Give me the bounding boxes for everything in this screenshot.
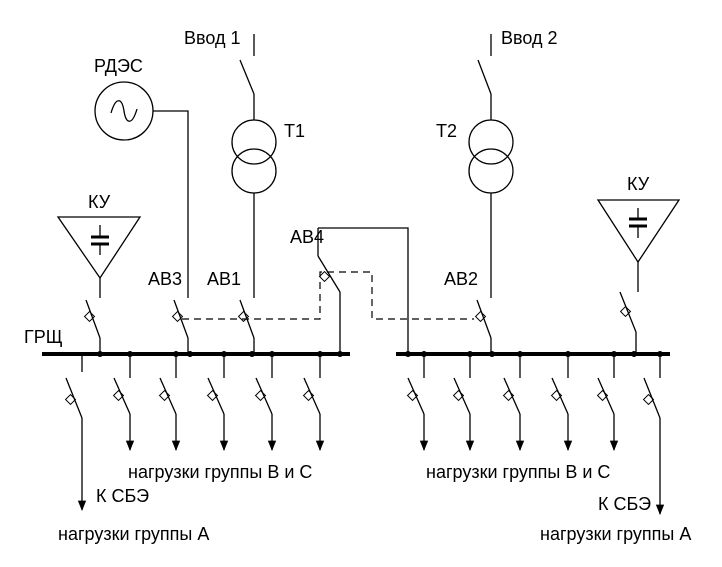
t2-label: Т2: [436, 121, 457, 141]
av3-label: АВ3: [148, 269, 182, 289]
t1-label: Т1: [284, 121, 305, 141]
feeder-right-3: [502, 354, 525, 452]
feeder-left-4: [254, 354, 277, 452]
vvod2-feeder: [477, 34, 492, 120]
rdes-to-av3-line: [153, 110, 189, 298]
ku-right-capacitor-icon: [596, 199, 681, 264]
k-sbe-right-label: К СБЭ: [598, 494, 651, 514]
interlock-dashed-lines: [182, 271, 474, 320]
feeder-right-2: [452, 354, 475, 452]
vvod2-label: Ввод 2: [501, 28, 558, 48]
feeder-sbe-right: [642, 354, 665, 516]
feeder-right-4: [550, 354, 573, 452]
ku-left-label: КУ: [88, 192, 111, 212]
av4-label: АВ4: [290, 227, 324, 247]
grsch-label: ГРЩ: [24, 327, 63, 347]
transformer-t2-icon: [468, 119, 514, 194]
feeder-left-3: [206, 354, 229, 452]
ku-right-label: КУ: [627, 174, 650, 194]
rdes-label: РДЭС: [94, 56, 143, 76]
generator-rdes-icon: [94, 81, 154, 141]
feeder-left-2: [158, 354, 181, 452]
av1-label: АВ1: [207, 269, 241, 289]
breaker-av4-icon: [317, 227, 409, 354]
breaker-av2-icon: [474, 299, 492, 354]
vvod1-feeder: [239, 34, 255, 120]
ku-left-capacitor-icon: [56, 216, 142, 280]
loads-a-left-label: нагрузки группы А: [58, 524, 209, 544]
feeder-sbe-left: [64, 354, 87, 512]
feeder-left-1: [112, 354, 135, 452]
feeder-right-5: [596, 354, 619, 452]
feeder-right-1: [406, 354, 429, 452]
vvod1-label: Ввод 1: [184, 28, 241, 48]
feeder-left-5: [302, 354, 325, 452]
loads-a-right-label: нагрузки группы А: [540, 524, 691, 544]
av2-label: АВ2: [444, 269, 478, 289]
breaker-ku-right-icon: [619, 262, 639, 354]
loads-bc-right-label: нагрузки группы В и С: [426, 462, 610, 482]
loads-bc-left-label: нагрузки группы В и С: [128, 462, 312, 482]
breaker-av3-icon: [171, 299, 189, 354]
k-sbe-left-label: К СБЭ: [96, 486, 149, 506]
transformer-t1-icon: [231, 119, 277, 194]
breaker-ku-left-icon: [83, 278, 101, 354]
breaker-av1-icon: [237, 299, 255, 354]
